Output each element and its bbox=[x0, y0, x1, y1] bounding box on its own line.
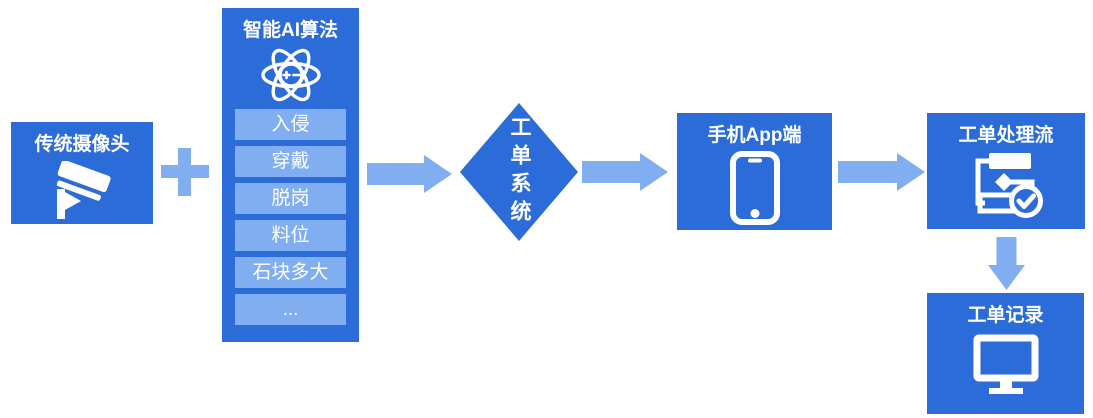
plus-icon bbox=[161, 148, 209, 196]
flowchart-icon bbox=[967, 151, 1045, 219]
ai-capability-list: 入侵 穿戴 脱岗 料位 石块多大 ... bbox=[222, 108, 359, 331]
monitor-icon bbox=[972, 334, 1040, 396]
right-arrow-icon bbox=[582, 153, 668, 191]
node-mobile-app: 手机App端 bbox=[677, 113, 832, 230]
node-ai-algorithm: 智能AI算法 入侵 穿戴 脱岗 料位 石块多大 bbox=[222, 8, 359, 342]
node-order-system: 工单系统 bbox=[460, 103, 578, 241]
cctv-camera-icon bbox=[43, 160, 121, 223]
list-item: 石块多大 bbox=[235, 256, 346, 288]
node-order-processing-flow: 工单处理流 bbox=[927, 113, 1085, 229]
node-title: 手机App端 bbox=[707, 125, 802, 146]
node-order-record: 工单记录 bbox=[927, 293, 1084, 414]
node-title: 工单系统 bbox=[508, 116, 531, 228]
list-item: ... bbox=[235, 293, 346, 325]
right-arrow-icon bbox=[838, 153, 925, 191]
list-item: 入侵 bbox=[235, 108, 346, 140]
node-traditional-camera: 传统摄像头 bbox=[11, 122, 153, 224]
node-title: 工单记录 bbox=[967, 305, 1044, 326]
list-item: 穿戴 bbox=[235, 145, 346, 177]
right-arrow-icon bbox=[367, 155, 452, 193]
smartphone-icon bbox=[729, 150, 780, 225]
atom-icon bbox=[257, 45, 325, 105]
node-title: 传统摄像头 bbox=[34, 134, 130, 155]
down-arrow-icon bbox=[988, 237, 1025, 290]
list-item: 脱岗 bbox=[235, 182, 346, 214]
node-title: 工单处理流 bbox=[958, 125, 1054, 146]
diamond-shape bbox=[460, 103, 578, 241]
node-title: 智能AI算法 bbox=[242, 20, 338, 41]
list-item: 料位 bbox=[235, 219, 346, 251]
